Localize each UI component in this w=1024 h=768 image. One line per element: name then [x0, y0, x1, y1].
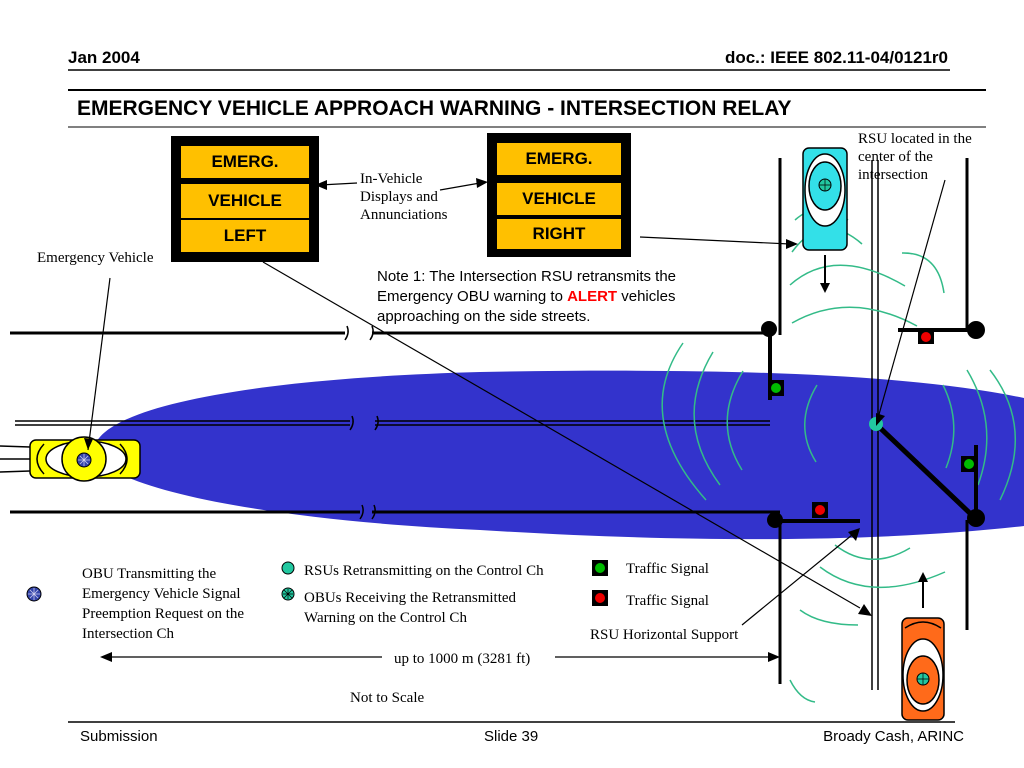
- coverage-area: [94, 370, 1024, 540]
- rsu-located-line2: center of the: [858, 149, 933, 165]
- rsu-located-line3: intersection: [858, 167, 928, 183]
- legend-obus-receiving: OBUs Receiving the Retransmitted Warning…: [304, 588, 516, 628]
- note-line2-pre: Emergency OBU warning to: [377, 288, 568, 305]
- footer-submission: Submission: [80, 728, 158, 745]
- header-date: Jan 2004: [68, 48, 140, 67]
- legend-obu-transmitting-line2: Emergency Vehicle Signal: [82, 586, 241, 602]
- rsu-horizontal-support-label: RSU Horizontal Support: [590, 627, 739, 643]
- note-line3: approaching on the side streets.: [377, 308, 591, 325]
- right-display-line3: RIGHT: [497, 219, 621, 249]
- orange-vehicle-car: [901, 617, 945, 721]
- legend-rsus: RSUs Retransmitting on the Control Ch: [304, 563, 544, 579]
- right-display-line1: EMERG.: [497, 143, 621, 175]
- legend-icons: [26, 560, 608, 606]
- legend-obus-receiving-line2: Warning on the Control Ch: [304, 610, 467, 626]
- legend-obu-transmitting: OBU Transmitting the Emergency Vehicle S…: [82, 564, 244, 644]
- in-vehicle-label: In-Vehicle Displays and Annunciations: [360, 170, 448, 224]
- rsu-icon: [281, 561, 295, 575]
- traffic-signal-green-icon: [595, 563, 605, 573]
- note-line1: Note 1: The Intersection RSU retransmits…: [377, 268, 677, 285]
- legend-traffic-signal-green: Traffic Signal: [626, 561, 709, 577]
- note-text: Note 1: The Intersection RSU retransmits…: [377, 267, 747, 327]
- rsu-located-label: RSU located in the center of the interse…: [858, 130, 972, 184]
- main-road: [0, 325, 780, 520]
- in-vehicle-label-line1: In-Vehicle: [360, 171, 423, 187]
- page-title: EMERGENCY VEHICLE APPROACH WARNING - INT…: [77, 97, 792, 120]
- in-vehicle-label-line3: Annunciations: [360, 207, 448, 223]
- left-display-line1: EMERG.: [181, 146, 309, 178]
- in-vehicle-label-line2: Displays and: [360, 189, 438, 205]
- legend-traffic-signal-red: Traffic Signal: [626, 593, 709, 609]
- cyan-vehicle-car: [802, 147, 848, 251]
- footer-author: Broady Cash, ARINC: [823, 728, 964, 745]
- legend-obu-transmitting-line4: Intersection Ch: [82, 626, 175, 642]
- annotation-arrowheads: [84, 178, 885, 662]
- legend-obu-transmitting-line1: OBU Transmitting the: [82, 566, 217, 582]
- left-display-line3: LEFT: [181, 220, 309, 252]
- not-to-scale-label: Not to Scale: [350, 690, 425, 706]
- emergency-vehicle-car: [29, 436, 141, 482]
- emergency-vehicle-label: Emergency Vehicle: [37, 250, 154, 266]
- distance-label: up to 1000 m (3281 ft): [394, 651, 531, 667]
- footer-slide-number: Slide 39: [484, 728, 539, 745]
- legend-obu-transmitting-line3: Preemption Request on the: [82, 606, 245, 622]
- rsu-located-line1: RSU located in the: [858, 131, 972, 147]
- rules: [68, 69, 986, 723]
- header-doc-id: doc.: IEEE 802.11-04/0121r0: [724, 48, 948, 67]
- note-alert-word: ALERT: [567, 288, 618, 305]
- right-display-sign: EMERG. VEHICLE RIGHT: [487, 133, 631, 257]
- car-direction-arrows: [820, 255, 928, 608]
- traffic-signal-red-icon: [595, 593, 605, 603]
- note-line2: Emergency OBU warning to ALERT vehicles: [377, 287, 747, 307]
- traffic-signal-poles: [761, 321, 985, 528]
- legend-obus-receiving-line1: OBUs Receiving the Retransmitted: [304, 590, 517, 606]
- note-line2-post: vehicles: [617, 288, 676, 305]
- left-display-sign: EMERG. VEHICLE LEFT: [171, 136, 319, 262]
- right-display-line2: VEHICLE: [497, 183, 621, 215]
- left-display-line2: VEHICLE: [181, 184, 309, 218]
